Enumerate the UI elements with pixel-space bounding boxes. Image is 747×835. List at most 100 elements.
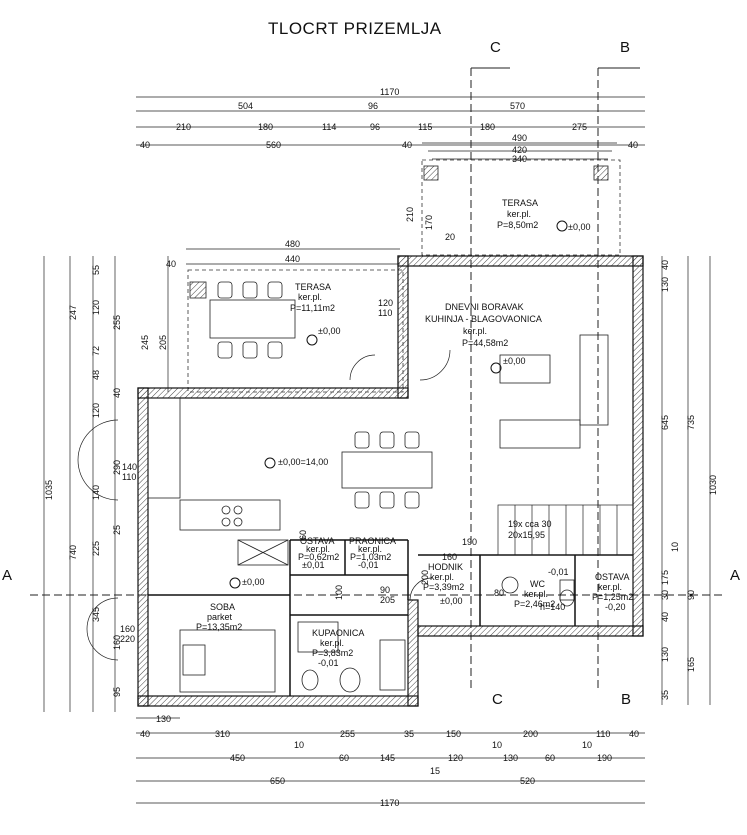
section-marker-a-left: A xyxy=(2,567,12,584)
svg-text:OSTAVA: OSTAVA xyxy=(300,536,335,546)
svg-text:±0,01: ±0,01 xyxy=(302,560,324,570)
dim-bot-110: 110 xyxy=(596,729,610,739)
room-hodnik: HODNIK ker.pl. P=3,39m2 ±0,00 xyxy=(423,562,464,606)
dim-top-114: 114 xyxy=(322,122,336,132)
bathroom-fixtures xyxy=(297,576,575,693)
dim-terrace-490: 490 xyxy=(512,133,527,143)
dim-left-72: 72 xyxy=(91,346,101,356)
dim-90: 90 xyxy=(380,585,390,595)
dim-bot-145: 145 xyxy=(380,753,395,763)
dim-right-130b: 130 xyxy=(660,647,670,662)
section-marker-a-right: A xyxy=(730,567,740,584)
svg-text:parket: parket xyxy=(207,612,233,622)
room-soba: SOBA parket P=13,35m2 ±0,00 xyxy=(196,577,264,632)
svg-text:ker.pl.: ker.pl. xyxy=(430,572,454,582)
dim-40-t2: 40 xyxy=(166,259,176,269)
dim-120: 120 xyxy=(378,298,393,308)
dim-left-140: 140 xyxy=(91,485,101,500)
room-hall: ±0,00=14,00 xyxy=(264,457,328,469)
svg-text:PRAONICA: PRAONICA xyxy=(349,536,396,546)
dim-100: 100 xyxy=(334,585,344,600)
dim-left-290: 290 xyxy=(112,460,122,475)
dim-right-35: 35 xyxy=(660,690,670,700)
dim-bot-15: 15 xyxy=(430,766,440,776)
svg-text:P=13,35m2: P=13,35m2 xyxy=(196,622,242,632)
svg-text:-0,01: -0,01 xyxy=(548,567,569,577)
svg-text:P=44,58m2: P=44,58m2 xyxy=(462,338,508,348)
svg-text:HODNIK: HODNIK xyxy=(428,562,463,572)
dim-top-504: 504 xyxy=(238,101,253,111)
dim-right-645: 645 xyxy=(660,415,670,430)
svg-text:ker.pl.: ker.pl. xyxy=(524,589,548,599)
dim-top-210: 210 xyxy=(176,122,191,132)
dim-bot-200: 200 xyxy=(523,729,538,739)
dim-right-10: 10 xyxy=(670,542,680,552)
dim-bot-1170: 1170 xyxy=(380,798,399,808)
dim-left-740: 740 xyxy=(68,545,78,560)
page-title: TLOCRT PRIZEMLJA xyxy=(268,19,442,38)
svg-text:P=0,62m2: P=0,62m2 xyxy=(298,552,339,562)
svg-text:OSTAVA: OSTAVA xyxy=(595,572,630,582)
dim-left-225: 225 xyxy=(91,541,101,556)
dim-left-40: 40 xyxy=(112,388,122,398)
kitchen-counter xyxy=(147,397,289,566)
dim-top-180b: 180 xyxy=(480,122,495,132)
svg-text:P=1,25m2: P=1,25m2 xyxy=(592,592,633,602)
room-terasa-1: TERASA ker.pl. P=11,11m2 ±0,00 xyxy=(290,282,340,346)
terrace-furniture xyxy=(189,165,609,359)
dim-bot-60b: 60 xyxy=(545,753,555,763)
svg-text:ker.pl.: ker.pl. xyxy=(306,544,330,554)
room-terasa-2: TERASA ker.pl. P=8,50m2 ±0,00 xyxy=(497,198,590,232)
dim-bot-310: 310 xyxy=(215,729,230,739)
room-dnevni-boravak: DNEVNI BORAVAK KUHINJA - BLAGOVAONICA ke… xyxy=(425,302,542,374)
stair-label-2: 20x15,95 xyxy=(508,530,545,540)
dim-terrace-420: 420 xyxy=(512,145,527,155)
dim-h140: h=140 xyxy=(540,602,565,612)
dim-right-30: 30 xyxy=(660,590,670,600)
dim-right-130a: 130 xyxy=(660,277,670,292)
dim-bot-255: 255 xyxy=(340,729,355,739)
dim-480: 480 xyxy=(285,239,300,249)
dim-left-120b: 120 xyxy=(91,403,101,418)
bedroom-furniture xyxy=(179,629,276,693)
dim-right-90: 90 xyxy=(686,590,696,600)
svg-text:±0,00: ±0,00 xyxy=(242,577,264,587)
room-wc: WC ker.pl. P=2,46m2 -0,01 xyxy=(514,567,569,609)
svg-text:ker.pl.: ker.pl. xyxy=(507,209,531,219)
dim-left-255: 255 xyxy=(112,315,122,330)
dim-right-735: 735 xyxy=(686,415,696,430)
dim-win-220: 220 xyxy=(120,634,135,644)
svg-text:TERASA: TERASA xyxy=(295,282,331,292)
dim-440: 440 xyxy=(285,254,300,264)
dim-bot-10b: 10 xyxy=(492,740,502,750)
dim-bot-120: 120 xyxy=(448,753,463,763)
room-ostava-2: OSTAVA ker.pl. P=1,25m2 -0,20 xyxy=(592,572,633,612)
dim-bot-40a: 40 xyxy=(140,729,150,739)
dim-win-160: 160 xyxy=(120,624,135,634)
section-marker-b-top: B xyxy=(620,39,630,56)
dim-left-205: 205 xyxy=(158,335,168,350)
dim-left-120a: 120 xyxy=(91,300,101,315)
svg-text:WC: WC xyxy=(530,579,545,589)
dimension-lines-top xyxy=(136,96,645,265)
svg-text:P=3,39m2: P=3,39m2 xyxy=(423,582,464,592)
dim-win-110: 110 xyxy=(122,472,136,482)
dim-bot-35: 35 xyxy=(404,729,414,739)
svg-text:±0,00: ±0,00 xyxy=(440,596,462,606)
dim-right-175: 175 xyxy=(660,570,670,585)
dim-left-48: 48 xyxy=(91,370,101,380)
svg-text:±0,00: ±0,00 xyxy=(503,356,525,366)
exterior-walls xyxy=(137,255,644,707)
svg-text:-0,01: -0,01 xyxy=(358,560,379,570)
dim-top-96: 96 xyxy=(368,101,378,111)
svg-text:TERASA: TERASA xyxy=(502,198,538,208)
dim-bot-10a: 10 xyxy=(294,740,304,750)
svg-text:P=11,11m2: P=11,11m2 xyxy=(290,303,335,313)
svg-text:±0,00=14,00: ±0,00=14,00 xyxy=(278,457,328,467)
room-ostava-1: OSTAVA ker.pl. P=0,62m2 ±0,01 xyxy=(298,536,339,570)
dim-200: 200 xyxy=(420,570,430,585)
dim-bot-130b: 130 xyxy=(503,753,518,763)
dim-20: 20 xyxy=(445,232,455,242)
dim-top-1170: 1170 xyxy=(380,87,399,97)
